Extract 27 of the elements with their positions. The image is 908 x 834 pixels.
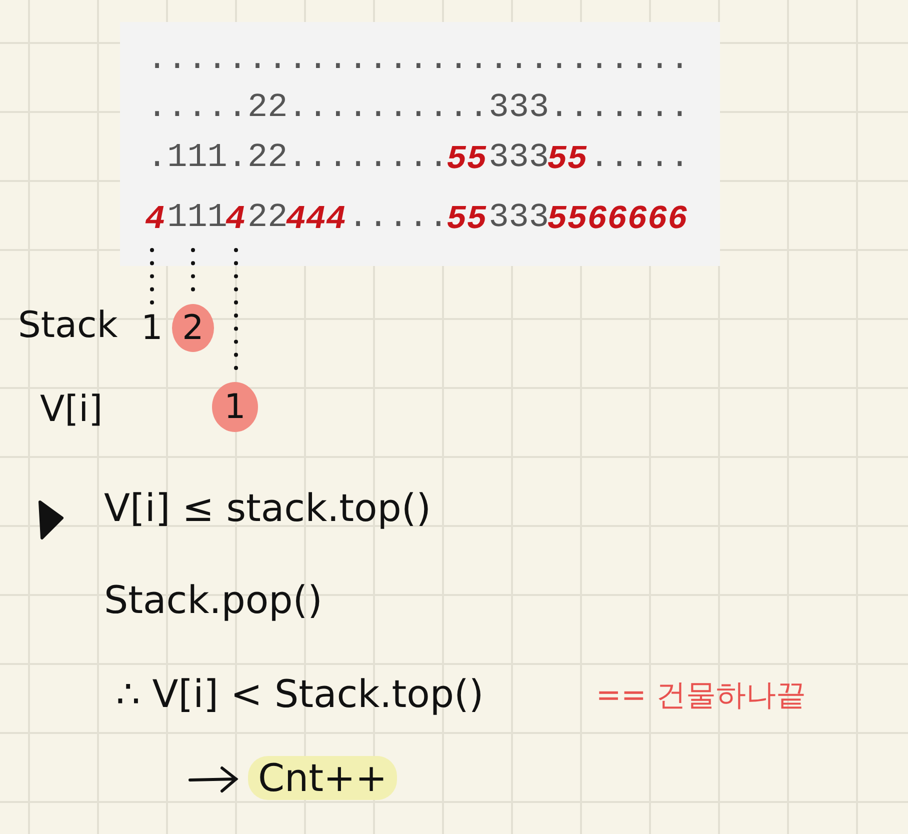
handwritten-note: == 건물하나끝 xyxy=(596,677,806,715)
handwritten-digits: 55 xyxy=(446,140,487,180)
circled-number: 2 xyxy=(172,304,214,352)
handwritten-digits: 55 xyxy=(547,140,588,180)
code-output-text: 333 xyxy=(488,198,549,238)
dotted-guide-line xyxy=(150,248,154,306)
handwritten-number: 1 xyxy=(140,306,164,350)
handwritten-digits: 55 xyxy=(446,200,487,240)
handwritten-note: V[i] ≤ stack.top() xyxy=(104,486,432,530)
code-output-text: ........................... xyxy=(147,40,690,80)
code-output-text: 111 xyxy=(167,198,228,238)
handwritten-label: Stack xyxy=(18,304,118,348)
handwritten-digits: 4 xyxy=(225,200,246,240)
code-output-text: 333 xyxy=(488,138,549,178)
code-output-text: ..... xyxy=(348,198,449,238)
code-output-text: .....22..........333....... xyxy=(147,88,690,128)
handwritten-label: V[i] xyxy=(40,388,103,432)
circled-number: 1 xyxy=(212,382,258,432)
handwritten-note: ∴ V[i] < Stack.top() xyxy=(116,672,484,716)
highlighted-note: Cnt++ xyxy=(248,756,398,800)
handwritten-digits: 4 xyxy=(145,200,166,240)
handwritten-digits: 66666 xyxy=(587,200,688,240)
handwritten-note: Stack.pop() xyxy=(104,578,322,622)
handwritten-digits: 444 xyxy=(286,200,346,240)
handwritten-digits: 55 xyxy=(547,200,588,240)
code-output-text: .111.22........ xyxy=(147,138,449,178)
code-output-text: ..... xyxy=(589,138,690,178)
